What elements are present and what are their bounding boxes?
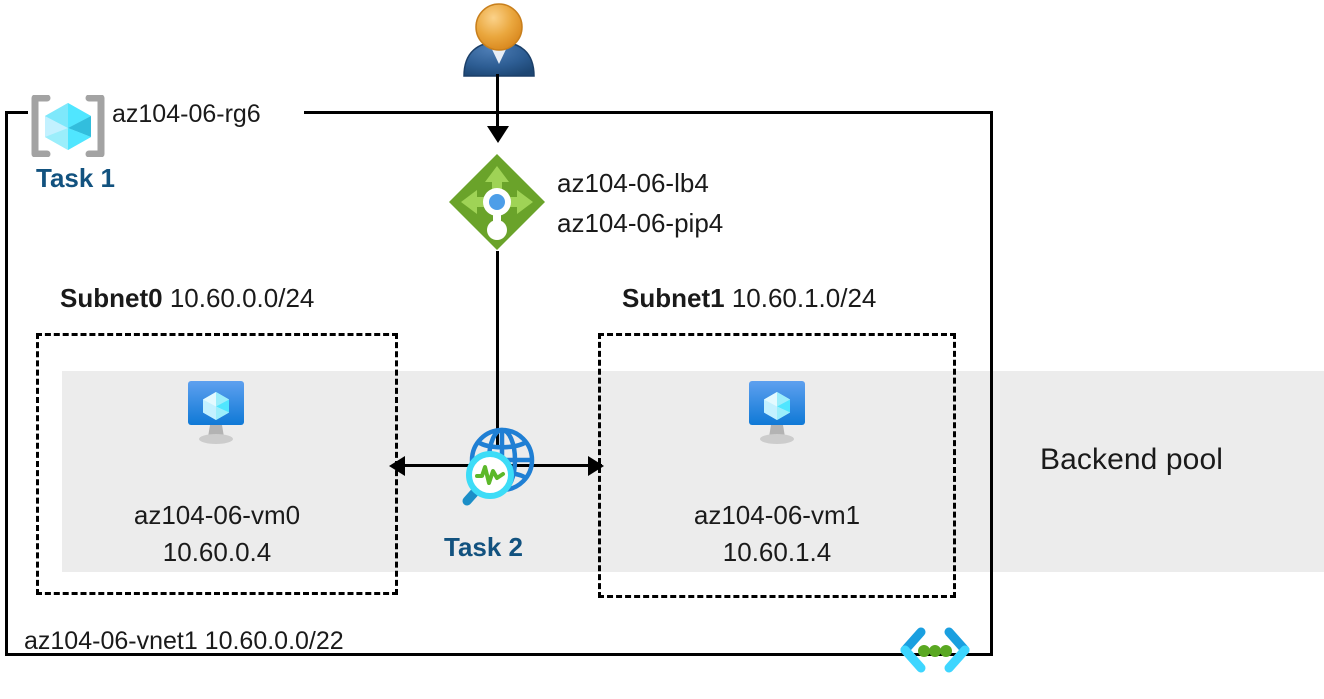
subnet1-name: Subnet1 [622, 283, 725, 313]
vnet-label: az104-06-vnet1 10.60.0.0/22 [24, 627, 344, 655]
backend-pool-label: Backend pool [1040, 443, 1224, 476]
load-balancer-name: az104-06-lb4 [557, 168, 709, 198]
load-balancer-icon [449, 154, 545, 250]
user-icon [463, 3, 535, 77]
virtual-machine-icon [749, 381, 805, 444]
vm1-ip: 10.60.1.4 [722, 537, 832, 567]
arrowhead-left-icon [389, 456, 405, 476]
resource-group-icon [31, 95, 105, 157]
arrow-watcher-to-subnet0 [396, 464, 506, 467]
subnet1-cidr: 10.60.1.0/24 [731, 283, 877, 313]
subnet0-title: Subnet0 10.60.0.0/24 [60, 283, 314, 314]
virtual-network-icon [900, 627, 970, 673]
vm0-name: az104-06-vm0 [133, 500, 301, 530]
arrowhead-down-icon [487, 126, 509, 143]
subnet0-name: Subnet0 [60, 283, 163, 313]
task-1-label: Task 1 [36, 163, 116, 193]
subnet0-cidr: 10.60.0.0/24 [169, 283, 315, 313]
resource-group-boundary [5, 111, 993, 656]
vm1-name: az104-06-vm1 [693, 500, 861, 530]
resource-group-name: az104-06-rg6 [112, 100, 261, 128]
network-watcher-icon [462, 427, 535, 506]
backend-pool-band [62, 371, 1324, 572]
line-load-balancer-to-backend [496, 251, 499, 447]
vm0-ip: 10.60.0.4 [162, 537, 272, 567]
vm1-labels: az104-06-vm1 10.60.1.4 [598, 497, 956, 571]
arrowhead-right-icon [588, 456, 604, 476]
vm0-labels: az104-06-vm0 10.60.0.4 [36, 497, 398, 571]
load-balancer-labels: az104-06-lb4 az104-06-pip4 [557, 163, 723, 243]
arrow-watcher-to-subnet1 [490, 464, 602, 467]
public-ip-name: az104-06-pip4 [557, 208, 724, 238]
subnet1-title: Subnet1 10.60.1.0/24 [622, 283, 876, 314]
task-2-label: Task 2 [444, 532, 524, 562]
virtual-machine-icon [188, 381, 244, 444]
arrow-user-to-load-balancer [496, 74, 499, 129]
